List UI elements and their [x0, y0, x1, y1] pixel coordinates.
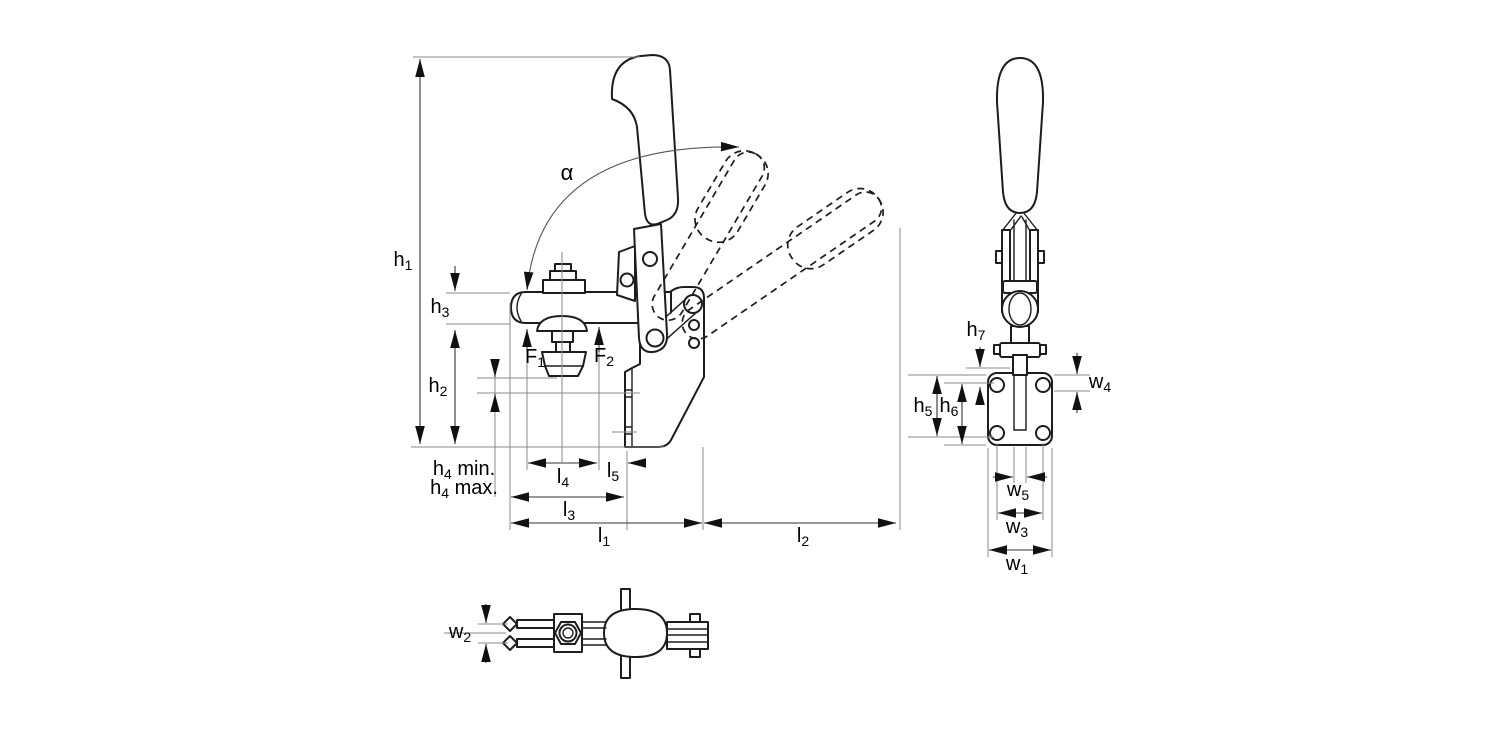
- top-hex-nut: [553, 613, 583, 653]
- mounting-hole-2: [1035, 377, 1051, 393]
- dim-label-F2: F2: [593, 344, 615, 370]
- dim-label-l4: l4: [556, 465, 570, 491]
- front-handle-grip: [995, 57, 1045, 214]
- handle-lever: [633, 223, 669, 354]
- dim-label-h7: h7: [966, 318, 986, 344]
- angle-arc-alpha: [523, 141, 740, 291]
- body-hole-small-2: [688, 337, 700, 349]
- front-linkage: [993, 211, 1047, 376]
- top-rails: [580, 621, 607, 646]
- dim-label-h5: h5: [913, 394, 933, 420]
- dim-label-w5: w5: [1006, 478, 1030, 504]
- mounting-hole-4: [1035, 425, 1051, 441]
- dim-label-l5: l5: [606, 459, 620, 485]
- mounting-hole-1: [989, 377, 1005, 393]
- side-view: [510, 54, 884, 448]
- dimension-lines: [415, 59, 1082, 663]
- dim-label-F1: F1: [524, 345, 546, 371]
- dim-label-h2: h2: [428, 374, 448, 400]
- dashed-handle-position-2: [681, 187, 884, 340]
- dim-label-l2: l2: [796, 524, 810, 550]
- top-channel: [666, 613, 709, 658]
- mounting-hole-3: [989, 425, 1005, 441]
- top-view: [502, 588, 709, 679]
- dim-label-h3: h3: [430, 295, 450, 321]
- dim-label-w4: w4: [1088, 370, 1112, 396]
- front-view: [987, 57, 1053, 446]
- body-hole-small-1: [688, 319, 700, 331]
- front-barrel: [1001, 290, 1039, 328]
- dim-label-w1: w1: [1005, 552, 1029, 578]
- dim-label-h4-min: h4 min.: [432, 457, 496, 483]
- dim-label-w3: w3: [1005, 515, 1029, 541]
- top-body: [603, 607, 668, 659]
- base-plate: [987, 372, 1053, 446]
- dim-label-alpha: α: [560, 160, 574, 185]
- top-fork: [502, 616, 555, 651]
- spindle-nut: [542, 279, 586, 294]
- dim-label-l1: l1: [597, 524, 611, 550]
- extension-lines: [411, 56, 1090, 644]
- spindle-foot: [541, 351, 587, 377]
- dim-label-h1: h1: [393, 248, 413, 274]
- dim-label-w2: w2: [448, 620, 472, 646]
- handle-grip: [610, 54, 680, 226]
- dim-label-l3: l3: [562, 498, 576, 524]
- lever-pivot-hole: [645, 328, 665, 348]
- dim-label-h4-max: h4 max.: [430, 476, 498, 502]
- dim-label-h6: h6: [939, 394, 959, 420]
